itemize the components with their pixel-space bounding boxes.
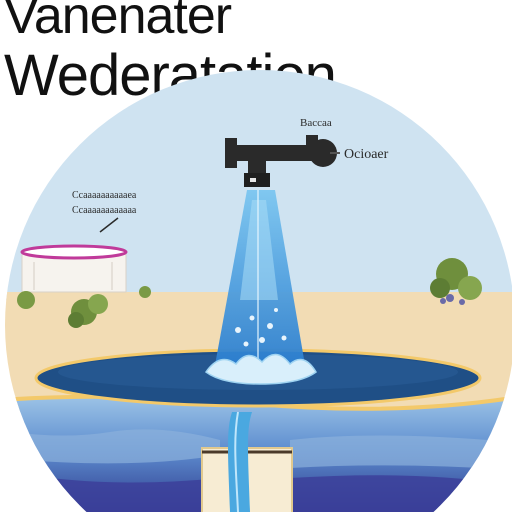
tap-small-label: Baccaa [300, 117, 332, 129]
left-label-line1: Ccaaaaaaaaaaea [72, 190, 137, 201]
tap-main-label: Ocioaer [344, 147, 389, 162]
underground-stream [228, 412, 252, 512]
water-stream [215, 190, 305, 365]
faucet-icon [225, 135, 340, 187]
left-label-leader [99, 217, 119, 233]
water-tank [20, 244, 128, 293]
left-label-line2: Ccaaaaaaaaaaaa [72, 205, 137, 216]
title-line-1: Vanenater [4, 0, 232, 45]
water-splash [204, 353, 317, 385]
bush-right [430, 258, 482, 305]
bush-left [17, 286, 151, 328]
